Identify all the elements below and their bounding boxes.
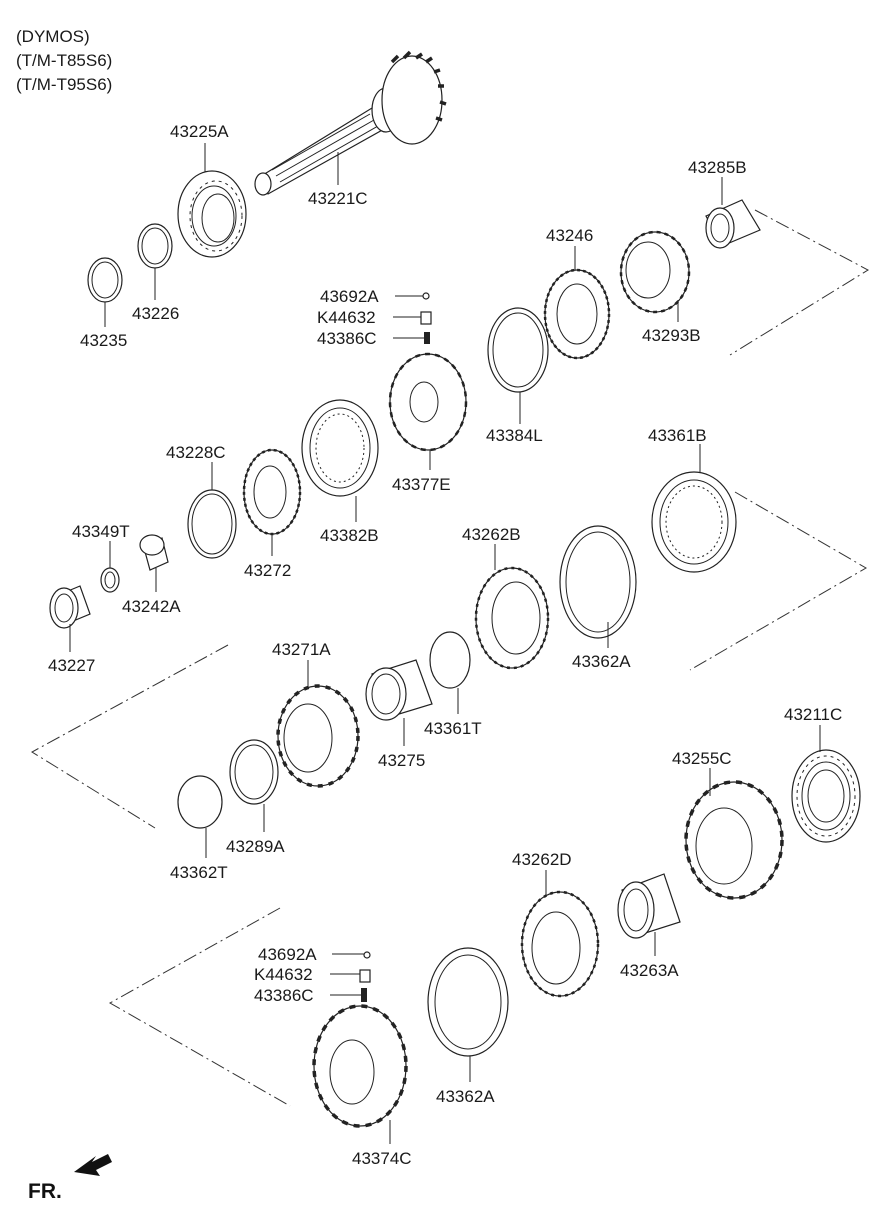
needle-bearing-43263A <box>617 873 681 939</box>
label-43262B: 43262B <box>462 525 521 544</box>
label-43361T: 43361T <box>424 719 482 738</box>
key-K44632-top <box>420 311 432 325</box>
snap-ring-43228C-inner <box>191 493 233 555</box>
label-43384L: 43384L <box>486 426 543 445</box>
label-43235: 43235 <box>80 331 127 350</box>
label-43361B: 43361B <box>648 426 707 445</box>
sleeve-43361B <box>651 471 737 573</box>
label-43362A-bottom: 43362A <box>436 1087 495 1106</box>
label-43374C: 43374C <box>352 1149 412 1168</box>
label-43386C-top: 43386C <box>317 329 377 348</box>
input-shaft-43221C <box>254 50 447 196</box>
label-43362A-mid: 43362A <box>572 652 631 671</box>
gear-43272 <box>242 448 302 536</box>
gear-43271A <box>276 684 360 788</box>
group-boundary-upper <box>729 209 870 356</box>
header-model-2: (T/M-T95S6) <box>16 75 112 94</box>
snap-ring-43361T <box>429 631 471 689</box>
washer-43349T-inner <box>104 571 116 589</box>
snap-ring-43226-inner <box>141 227 169 265</box>
synchro-ring-43362A-mid <box>559 525 637 639</box>
label-K44632-bottom: K44632 <box>254 965 313 984</box>
ring-43289A-inner <box>234 744 274 800</box>
front-direction-arrow <box>74 1154 112 1176</box>
label-43262D: 43262D <box>512 850 572 869</box>
synchro-ring-43246 <box>543 268 611 360</box>
sleeve-43382B <box>301 399 379 497</box>
label-43386C-bottom: 43386C <box>254 986 314 1005</box>
ring-43289A <box>229 739 279 805</box>
needle-bearing-43285B <box>705 199 761 249</box>
label-43246: 43246 <box>546 226 593 245</box>
ball-43692A-bottom <box>363 951 371 959</box>
label-43377E: 43377E <box>392 475 451 494</box>
synchro-hub-43374C <box>312 951 408 1128</box>
group-boundary-lower <box>108 907 291 1107</box>
key-K44632-bottom <box>359 969 371 983</box>
bushing-43242A <box>139 534 169 571</box>
label-43362T: 43362T <box>170 863 228 882</box>
snap-ring-43235-inner <box>91 261 119 299</box>
label-43272: 43272 <box>244 561 291 580</box>
header-maker: (DYMOS) <box>16 27 90 46</box>
snap-ring-43226 <box>137 223 173 269</box>
label-43227: 43227 <box>48 656 95 675</box>
synchro-ring-43262D <box>520 890 600 998</box>
label-K44632-top: K44632 <box>317 308 376 327</box>
label-43242A: 43242A <box>122 597 181 616</box>
snap-ring-43228C <box>187 489 237 559</box>
gear-43293B <box>619 230 691 314</box>
label-43271A: 43271A <box>272 640 331 659</box>
needle-bearing-43275 <box>365 659 433 721</box>
group-boundary-middle-right <box>689 491 867 671</box>
snap-ring-43235 <box>87 257 123 303</box>
gear-43255C <box>684 780 784 900</box>
label-43285B: 43285B <box>688 158 747 177</box>
ball-43692A-top <box>422 292 430 300</box>
label-43225A: 43225A <box>170 122 229 141</box>
label-43382B: 43382B <box>320 526 379 545</box>
label-43255C: 43255C <box>672 749 732 768</box>
label-43221C: 43221C <box>308 189 368 208</box>
label-43228C: 43228C <box>166 443 226 462</box>
label-43211C: 43211C <box>784 705 842 724</box>
needle-bearing-43227 <box>49 585 91 629</box>
synchro-ring-43262B <box>474 566 550 670</box>
label-43293B: 43293B <box>642 326 701 345</box>
synchro-hub-43377E <box>388 292 468 452</box>
label-43226: 43226 <box>132 304 179 323</box>
spring-43386C-bottom <box>361 988 367 1002</box>
label-43275: 43275 <box>378 751 425 770</box>
group-boundary-middle-left <box>31 644 229 829</box>
front-direction-label: FR. <box>28 1180 62 1203</box>
label-43692A-top: 43692A <box>320 287 379 306</box>
spring-43386C-top <box>424 332 430 344</box>
label-43692A-bottom: 43692A <box>258 945 317 964</box>
ball-bearing-43211C <box>791 749 861 843</box>
header-model-1: (T/M-T85S6) <box>16 51 112 70</box>
cone-ring-43384L <box>487 307 549 393</box>
snap-ring-43362T <box>177 775 223 829</box>
label-43289A: 43289A <box>226 837 285 856</box>
label-43263A: 43263A <box>620 961 679 980</box>
label-43349T: 43349T <box>72 522 130 541</box>
synchro-ring-43362A-bottom <box>427 947 509 1057</box>
ball-bearing-43225A <box>177 170 247 258</box>
